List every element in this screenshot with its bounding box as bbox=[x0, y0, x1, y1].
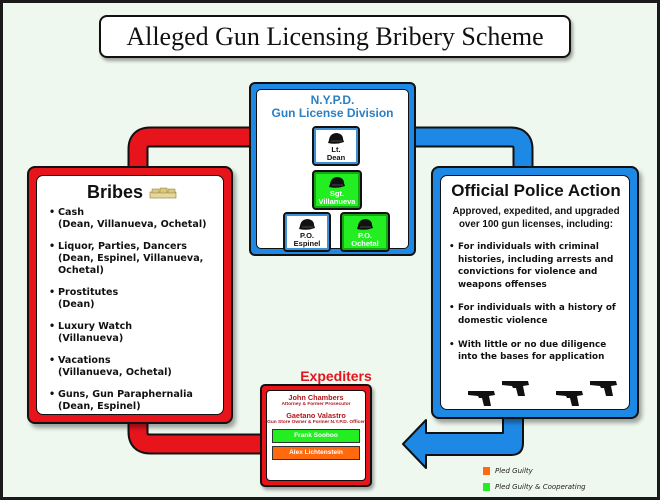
flow-connectors bbox=[127, 126, 534, 469]
police-action-item: With little or no due diligence into the… bbox=[449, 339, 623, 364]
police-action-item: For individuals with criminal histories,… bbox=[449, 241, 623, 291]
legend-swatch-orange bbox=[483, 467, 490, 475]
bribe-item: Prostitutes(Dean) bbox=[49, 287, 215, 311]
bribe-item: Liquor, Parties, Dancers(Dean, Espinel, … bbox=[49, 241, 215, 277]
bribe-item: Vacations(Villanueva, Ochetal) bbox=[49, 355, 215, 379]
police-cap-icon bbox=[357, 219, 373, 230]
police-cap-icon bbox=[329, 177, 345, 188]
officer-po-espinel: P.O. Espinel bbox=[283, 212, 331, 252]
bribe-item: Luxury Watch(Villanueva) bbox=[49, 321, 215, 345]
nypd-title: N.Y.P.D. Gun License Division bbox=[257, 94, 408, 120]
bribes-title: Bribes bbox=[86, 182, 144, 202]
expediter-name: John Chambers bbox=[288, 393, 344, 402]
money-stack-icon bbox=[149, 187, 177, 199]
bribe-item: Guns, Gun Paraphernalia(Dean, Espinel) bbox=[49, 389, 215, 413]
nypd-gun-license-division: N.Y.P.D. Gun License Division Lt. Dean S… bbox=[249, 82, 416, 256]
bribes-panel: Bribes Cash(Dean, Villanueva, Ochetal) L… bbox=[27, 166, 233, 424]
officer-rank: P.O. bbox=[357, 231, 373, 240]
officer-rank: Lt. bbox=[331, 145, 341, 154]
police-action-list: For individuals with criminal histories,… bbox=[449, 241, 623, 364]
legend-label: Pled Guilty bbox=[495, 467, 533, 475]
expediters-panel: John Chambers Attorney & Former Prosecut… bbox=[260, 384, 372, 487]
legend-swatch-green bbox=[483, 483, 490, 491]
officer-rank: Sgt. bbox=[329, 189, 345, 198]
officer-po-ochetal: P.O. Ochetal bbox=[340, 212, 390, 252]
expediter-name: Gaetano Valastro bbox=[286, 411, 346, 420]
official-police-action-panel: Official Police Action Approved, expedit… bbox=[431, 166, 639, 419]
officer-name: Ochetal bbox=[351, 239, 379, 248]
police-to-expediters-arrow bbox=[402, 407, 524, 469]
diagram-title: Alleged Gun Licensing Bribery Scheme bbox=[99, 15, 571, 58]
legend-item-pled-guilty: Pled Guilty bbox=[483, 463, 586, 479]
police-cap-icon bbox=[328, 133, 344, 144]
officer-sgt-villanueva: Sgt. Villanueva bbox=[312, 170, 362, 210]
nypd-title-line1: N.Y.P.D. bbox=[310, 93, 355, 107]
police-action-title: Official Police Action bbox=[451, 181, 621, 200]
nypd-title-line2: Gun License Division bbox=[271, 106, 394, 120]
officer-name: Espinel bbox=[293, 239, 321, 248]
officer-lt-dean: Lt. Dean bbox=[312, 126, 360, 166]
expediter-role: Gun Store Owner & Former N.Y.P.D. Office… bbox=[267, 420, 365, 425]
handgun-icon bbox=[556, 391, 583, 406]
bribes-heading: Bribes bbox=[49, 182, 215, 203]
officer-rank: P.O. bbox=[299, 231, 315, 240]
police-cap-icon bbox=[299, 219, 315, 230]
legend: Pled Guilty Pled Guilty & Cooperating bbox=[483, 463, 586, 495]
officer-name: Villanueva bbox=[318, 197, 356, 206]
bribes-list: Cash(Dean, Villanueva, Ochetal) Liquor, … bbox=[49, 207, 215, 413]
legend-item-cooperating: Pled Guilty & Cooperating bbox=[483, 479, 586, 495]
police-action-subtitle: Approved, expedited, and upgraded over 1… bbox=[452, 206, 620, 230]
expediter-pill-pled-guilty: Alex Lichtenstein bbox=[272, 446, 360, 460]
officer-name: Dean bbox=[326, 153, 346, 162]
handgun-icon bbox=[502, 381, 529, 396]
expediters-title: Expediters bbox=[300, 368, 372, 384]
handgun-icon bbox=[468, 391, 495, 406]
police-action-item: For individuals with a history of domest… bbox=[449, 302, 623, 327]
handgun-icon bbox=[590, 381, 617, 396]
legend-label: Pled Guilty & Cooperating bbox=[495, 483, 586, 491]
bribe-item: Cash(Dean, Villanueva, Ochetal) bbox=[49, 207, 215, 231]
expediter-role: Attorney & Former Prosecutor bbox=[281, 402, 351, 407]
expediter-pill-cooperating: Frank Soohoo bbox=[272, 429, 360, 443]
